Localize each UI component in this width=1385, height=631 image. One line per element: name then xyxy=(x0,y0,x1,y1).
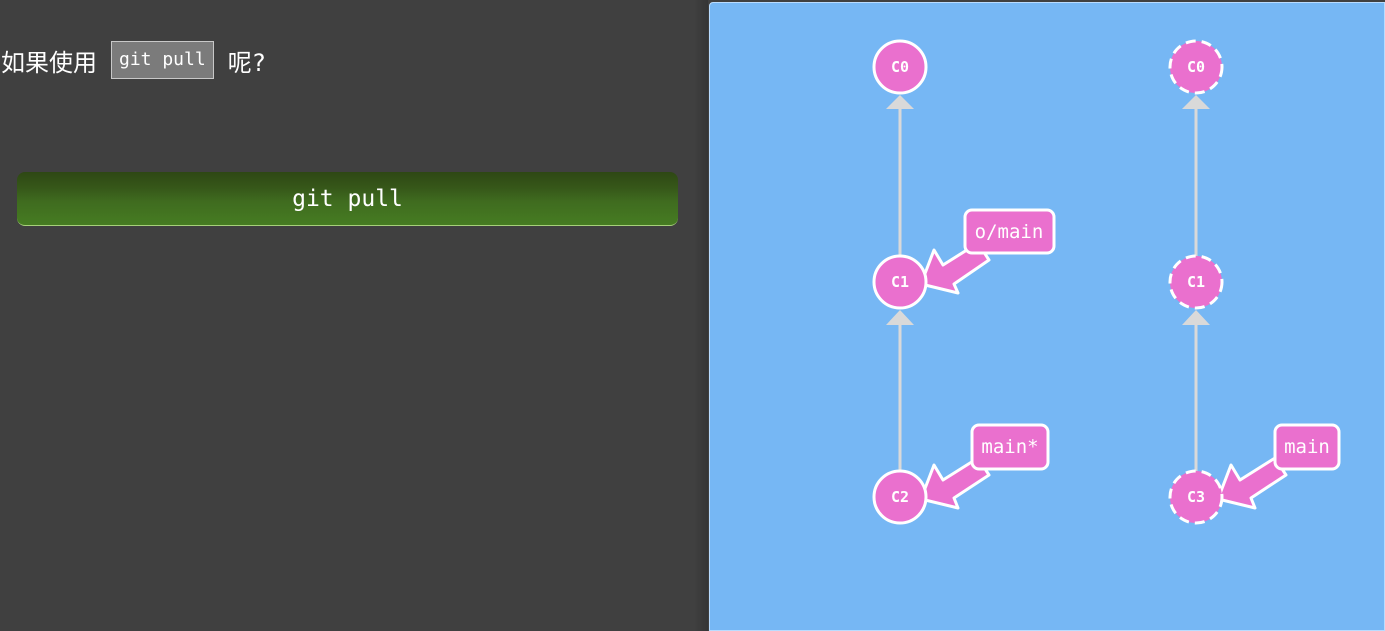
remote-commit-label-c3: C3 xyxy=(1187,488,1205,506)
branch-tag-main-star[interactable]: main* xyxy=(970,423,1050,471)
local-branch-arrows xyxy=(919,241,991,510)
remote-branch-label-main: main xyxy=(1284,436,1330,458)
remote-commit-label-c1: C1 xyxy=(1187,273,1205,291)
edge-arrow-c1 xyxy=(886,310,914,325)
remote-branch-arrow-main xyxy=(1216,456,1288,510)
remote-commit-c1[interactable]: C1 xyxy=(1168,254,1224,310)
remote-branch-tag-main[interactable]: main xyxy=(1273,423,1341,471)
branch-label-main-star: main* xyxy=(981,436,1038,458)
branch-tag-o-main[interactable]: o/main xyxy=(963,208,1056,255)
branch-arrow-main-star xyxy=(919,456,991,510)
remote-edge-arrow-c0 xyxy=(1182,95,1210,109)
remote-commit-c0[interactable]: C0 xyxy=(1168,39,1224,95)
prompt-before: 如果使用 xyxy=(1,48,97,77)
edge-arrow-c0 xyxy=(886,95,914,109)
git-graph-svg: o/main main* main C0 C1 C2 C0 xyxy=(872,39,1341,525)
prompt-text: 如果使用 git pull 呢? xyxy=(1,40,266,80)
remote-commit-c3[interactable]: C3 xyxy=(1168,469,1224,525)
commit-c0[interactable]: C0 xyxy=(872,39,928,95)
prompt-after: 呢? xyxy=(227,48,267,77)
commit-label-c2: C2 xyxy=(891,488,909,506)
remote-branch-arrows xyxy=(1216,456,1288,510)
branch-arrow-o-main xyxy=(919,241,991,295)
remote-edge-arrow-c1 xyxy=(1182,310,1210,325)
git-graph-canvas: o/main main* main C0 C1 C2 C0 xyxy=(709,2,1385,631)
commit-label-c1: C1 xyxy=(891,273,909,291)
git-pull-command-button[interactable]: git pull xyxy=(17,172,678,226)
inline-code: git pull xyxy=(111,41,214,79)
remote-edges xyxy=(1182,95,1210,472)
pane-divider xyxy=(694,0,708,631)
commit-c2[interactable]: C2 xyxy=(872,469,928,525)
commit-c1[interactable]: C1 xyxy=(872,254,928,310)
local-edges xyxy=(886,95,914,472)
commit-label-c0: C0 xyxy=(891,58,909,76)
branch-label-o-main: o/main xyxy=(975,221,1044,243)
remote-commit-label-c0: C0 xyxy=(1187,58,1205,76)
instructions-pane: 如果使用 git pull 呢? git pull xyxy=(1,40,678,226)
